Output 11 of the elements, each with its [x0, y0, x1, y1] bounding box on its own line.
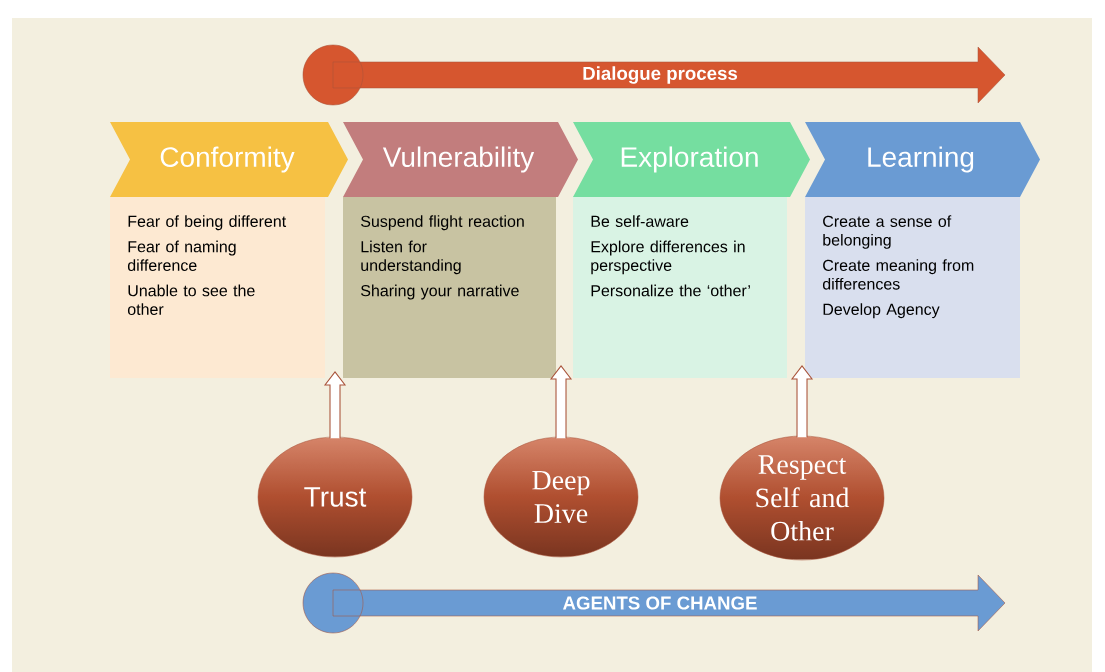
text-box: Fear of being different Fear of naming difference Unable to see the other: [110, 197, 325, 378]
stage-banner: Learning: [805, 122, 1040, 197]
text-box: Suspend flight reaction Listen for understanding Sharing your narrative: [343, 197, 556, 378]
stage-banner: Conformity: [110, 122, 348, 197]
stage-banner: Exploration: [573, 122, 810, 197]
text-box: Create a sense of belonging Create meaning from differences Develop Agency: [805, 197, 1020, 378]
block-arrow: [549, 365, 573, 439]
stage-banner: Vulnerability: [343, 122, 578, 197]
block-arrow: [323, 371, 347, 439]
block-arrow: [790, 365, 814, 438]
text-box: Be self-aware Explore differences in perspective Personalize the ‘other’: [573, 197, 787, 378]
